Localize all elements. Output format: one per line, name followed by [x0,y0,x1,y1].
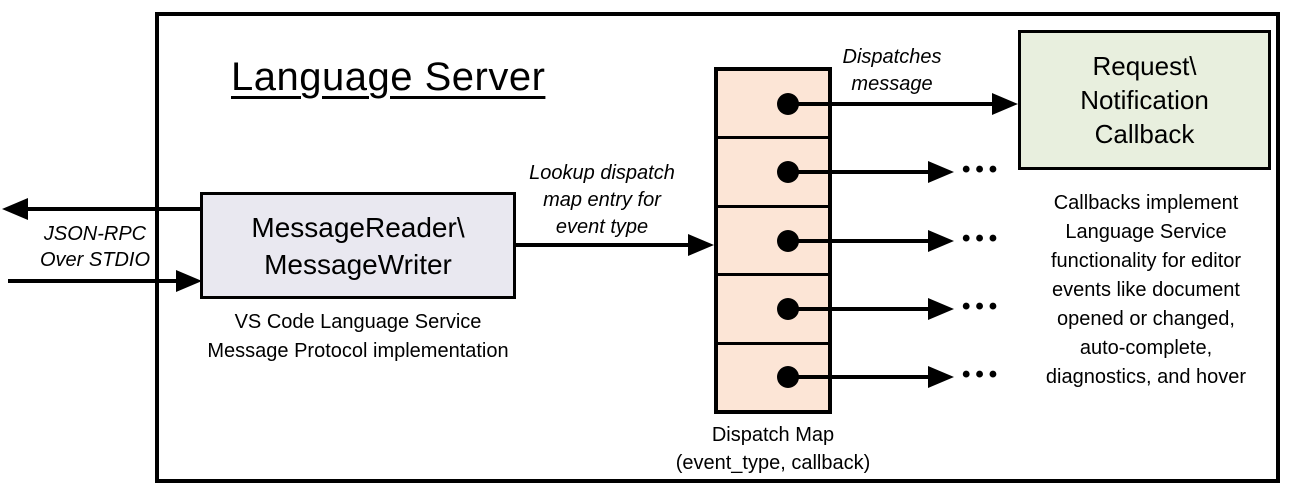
note-line: Language Service [1065,221,1227,243]
lookup-dispatch-label: Lookup dispatch map entry for event type [512,160,692,241]
box-title-line: Callback [1094,119,1195,149]
diagram-title: Language Server [231,55,546,99]
label-line: JSON-RPC [43,223,147,245]
dispatch-map-caption: Dispatch Map (event_type, callback) [633,421,913,477]
stdio-out-arrow-line [22,207,202,211]
dispatch-row-arrow-line [788,239,930,243]
label-line: Lookup dispatch [529,162,675,184]
box-title-line: Notification [1080,85,1209,115]
caption-line: VS Code Language Service [234,311,482,333]
dispatch-row-arrow-line [788,375,930,379]
arrow-left-icon [2,198,28,220]
caption-line: Dispatch Map [711,424,835,446]
note-line: opened or changed, [1057,308,1235,330]
callbacks-note: Callbacks implement Language Service fun… [1017,189,1275,392]
caption-line: (event_type, callback) [675,452,871,474]
arrow-right-icon [992,93,1018,115]
note-line: auto-complete, [1079,337,1213,359]
label-line: message [851,73,933,95]
label-line: map entry for [543,189,661,211]
ellipsis: ••• [962,225,1003,252]
box-title-line: MessageWriter [264,248,452,280]
dispatch-row-arrow-line [788,102,994,106]
dispatches-message-label: Dispatches message [822,44,962,98]
lookup-arrow-line [515,243,688,247]
note-line: functionality for editor [1050,250,1242,272]
note-line: Callbacks implement [1053,192,1239,214]
dispatch-row-arrow-line [788,307,930,311]
arrow-right-icon [688,234,714,256]
arrow-right-icon [176,270,202,292]
reader-box-caption: VS Code Language Service Message Protoco… [183,308,533,366]
label-line: Over STDIO [39,249,150,271]
request-notification-callback-box: Request\ Notification Callback [1018,30,1271,170]
label-line: event type [555,216,649,238]
ellipsis: ••• [962,361,1003,388]
note-line: events like document [1052,279,1240,301]
note-line: diagnostics, and hover [1045,366,1247,388]
arrow-right-icon [928,366,954,388]
label-line: Dispatches [842,46,942,68]
ellipsis: ••• [962,156,1003,183]
arrow-right-icon [928,298,954,320]
caption-line: Message Protocol implementation [207,340,509,362]
stdio-in-arrow-line [8,279,178,283]
box-title-line: MessageReader\ [251,211,465,243]
ellipsis: ••• [962,293,1003,320]
jsonrpc-stdio-label: JSON-RPC Over STDIO [15,221,175,273]
arrow-right-icon [928,230,954,252]
message-reader-writer-box: MessageReader\ MessageWriter [200,192,516,299]
arrow-right-icon [928,161,954,183]
box-title-line: Request\ [1092,51,1197,81]
dispatch-row-arrow-line [788,170,930,174]
